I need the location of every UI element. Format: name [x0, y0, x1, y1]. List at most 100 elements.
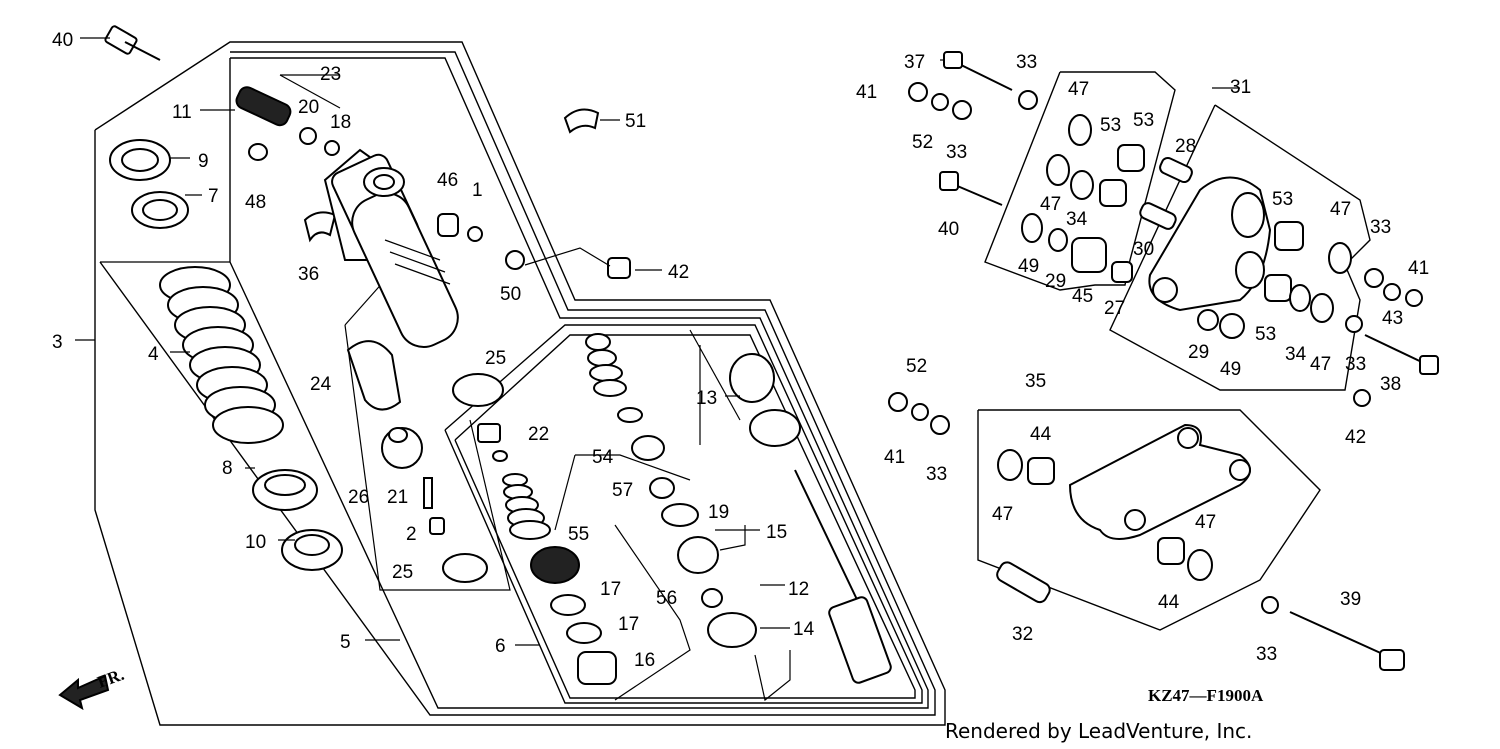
callout-40: 40: [52, 30, 73, 51]
callout-33d: 33: [1345, 354, 1366, 375]
callout-54: 54: [592, 447, 614, 468]
callout-57: 57: [612, 480, 633, 501]
callout-52b: 52: [906, 356, 927, 377]
stopper-10-icon: [281, 529, 343, 571]
nut-42-icon: [607, 257, 631, 279]
bolt-40-left-icon: [104, 25, 161, 61]
nut-50-icon: [505, 250, 525, 270]
callout-17: 17: [600, 579, 621, 600]
front-arrow-icon: [58, 674, 110, 711]
collar-27-icon: [1111, 261, 1133, 283]
bolt-38-icon: [1364, 334, 1429, 366]
bolt-39-icon: [1289, 611, 1386, 656]
bearing-45-icon: [1071, 237, 1107, 273]
callout-8: 8: [222, 458, 233, 479]
callout-12: 12: [788, 579, 809, 600]
callout-41: 41: [856, 82, 877, 103]
credit-text: Rendered by LeadVenture, Inc.: [945, 719, 1252, 743]
bolt-37-icon: [954, 61, 1013, 91]
callout-35: 35: [1025, 371, 1046, 392]
locknut-9-icon: [109, 139, 171, 181]
shock-parts: [58, 25, 892, 711]
collar-46-icon: [437, 213, 459, 237]
callout-30: 30: [1133, 239, 1154, 260]
callout-3: 3: [52, 332, 63, 353]
callout-48: 48: [245, 192, 266, 213]
callout-47e: 47: [992, 504, 1013, 525]
callout-28: 28: [1175, 136, 1196, 157]
callout-21: 21: [387, 487, 408, 508]
callout-25b: 25: [392, 562, 413, 583]
front-label: FR.: [95, 665, 127, 692]
bearing-53-icon: [1099, 179, 1127, 207]
callout-13: 13: [696, 388, 717, 409]
callout-10: 10: [245, 532, 266, 553]
callout-29: 29: [1045, 271, 1066, 292]
bump-rubber-14-icon: [707, 612, 757, 648]
callout-19: 19: [708, 502, 729, 523]
callout-46: 46: [437, 170, 458, 191]
callout-14: 14: [793, 619, 815, 640]
callout-4: 4: [148, 344, 159, 365]
leader-lines: [75, 37, 1240, 646]
pin-30-icon: [1139, 202, 1177, 230]
callout-47c: 47: [1330, 199, 1351, 220]
link-rod-35-icon: [1068, 423, 1251, 540]
callout-53c: 53: [1272, 189, 1293, 210]
callout-53b: 53: [1133, 110, 1154, 131]
callout-17b: 17: [618, 614, 639, 635]
callout-5: 5: [340, 632, 351, 653]
callout-16: 16: [634, 650, 655, 671]
callout-53: 53: [1100, 115, 1121, 136]
callout-55: 55: [568, 524, 589, 545]
pin-28-icon: [1159, 156, 1193, 184]
callout-56: 56: [656, 588, 677, 609]
adjuster-nut-7-icon: [131, 191, 189, 229]
ring-17-lower-icon: [566, 622, 602, 644]
washer-33-icon: [1018, 90, 1038, 110]
bearing-15-icon: [677, 536, 719, 574]
callout-36: 36: [298, 264, 319, 285]
callout-33e: 33: [926, 464, 947, 485]
callout-33: 33: [1016, 52, 1037, 73]
spring-4-icon: [159, 266, 284, 444]
callout-52: 52: [912, 132, 933, 153]
callout-2: 2: [406, 524, 417, 545]
callout-43: 43: [1382, 308, 1403, 329]
callout-15: 15: [766, 522, 787, 543]
callout-31: 31: [1230, 77, 1251, 98]
shock-body-icon: [323, 148, 459, 348]
collar-16-icon: [577, 651, 617, 685]
nut-41-icon: [908, 82, 928, 102]
callout-38: 38: [1380, 374, 1401, 395]
bladder-24-icon: [346, 340, 402, 411]
bush-48-icon: [248, 143, 268, 161]
ring-17-upper-icon: [550, 594, 586, 616]
callout-23: 23: [320, 64, 341, 85]
oring-18-icon: [324, 140, 340, 156]
callout-24: 24: [310, 374, 332, 395]
callout-41c: 41: [884, 447, 905, 468]
callout-11: 11: [172, 102, 192, 123]
callout-42: 42: [668, 262, 689, 283]
group-boundaries: [94, 41, 1371, 726]
cap-2-icon: [429, 517, 445, 535]
circlip-25-bottom-icon: [442, 553, 488, 583]
callout-34: 34: [1066, 209, 1088, 230]
nut-22-icon: [477, 423, 501, 443]
washer-52-icon: [931, 93, 949, 111]
circlip-1-icon: [467, 226, 483, 242]
callout-26: 26: [348, 487, 369, 508]
pin-32-icon: [996, 561, 1051, 604]
callout-49: 49: [1018, 256, 1039, 277]
diagram-code: KZ47—F1900A: [1148, 686, 1264, 705]
nut-56-icon: [701, 588, 723, 608]
callout-45: 45: [1072, 286, 1093, 307]
callout-44b: 44: [1158, 592, 1180, 613]
callout-41b: 41: [1408, 258, 1429, 279]
ring-19-icon: [661, 503, 699, 527]
washer-20-icon: [299, 127, 317, 145]
callout-51: 51: [625, 111, 646, 132]
cap-36-icon: [303, 211, 337, 243]
callout-34b: 34: [1285, 344, 1307, 365]
